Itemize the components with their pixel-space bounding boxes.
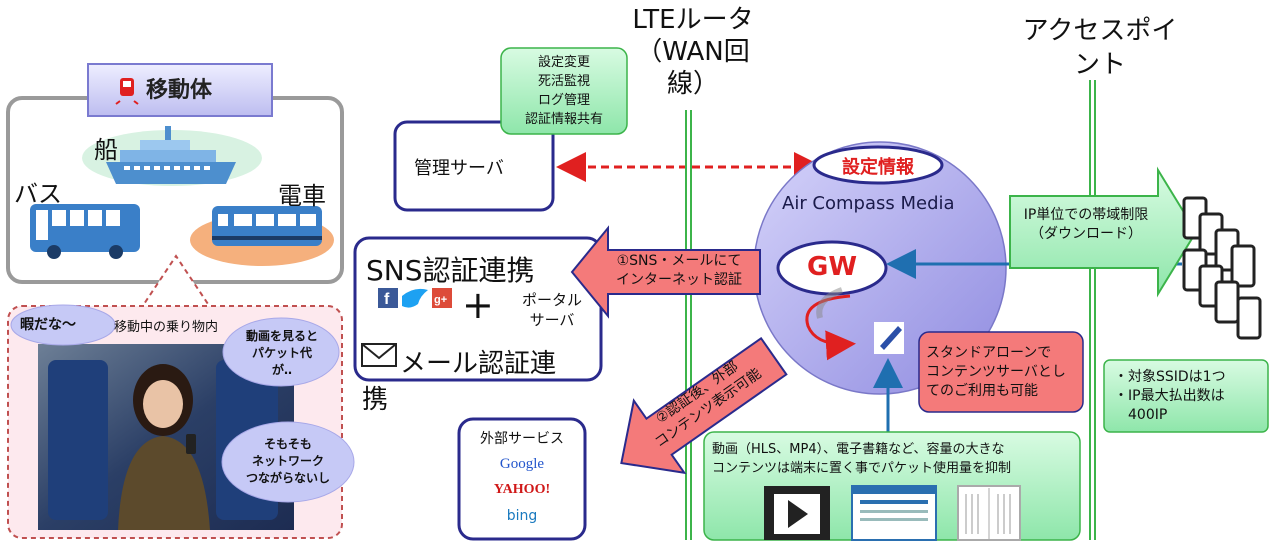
standalone-note-box xyxy=(918,331,1084,413)
train-icon xyxy=(212,206,322,246)
mgmt-server-label: 管理サーバ xyxy=(414,158,504,179)
bandwidth-arrow-shape xyxy=(1009,166,1198,298)
svg-text:f: f xyxy=(384,291,390,308)
sns-auth-arrow-label: ①SNS・メールにて インターネット認証 xyxy=(616,253,742,288)
content-note: 動画（HLS、MP4）、電子書籍など、容量の大きな コンテンツは端末に置く事でパ… xyxy=(712,442,1012,476)
external-title: 外部サービス xyxy=(480,431,564,447)
lte-line xyxy=(685,110,692,540)
vehicle-header-box xyxy=(87,63,273,117)
lte-label: LTEルータ （WAN回 線） xyxy=(632,5,754,99)
content-icon xyxy=(874,322,904,354)
webpage-icon xyxy=(851,485,937,541)
standalone-note: スタンドアローンで コンテンツサーバとし てのご利用も可能 xyxy=(926,345,1066,399)
mail-icon xyxy=(361,343,397,367)
bubble-bored: 暇だな～ xyxy=(20,317,76,333)
phones-icon xyxy=(1182,196,1262,340)
callout-pointer xyxy=(139,254,213,311)
ship-label: 船 xyxy=(94,136,118,164)
settings-label: 設定情報 xyxy=(842,157,914,178)
ap-line xyxy=(1089,80,1096,540)
sns-auth-arrow-shape xyxy=(570,225,761,319)
video-icon xyxy=(764,486,830,540)
bus-icon xyxy=(30,204,140,259)
portal-server-label: ポータル サーバ xyxy=(521,291,582,329)
bus-label: バス xyxy=(14,180,62,208)
bing-logo: bing xyxy=(506,508,538,524)
mail-auth-label: メール認証連 携 xyxy=(362,349,557,415)
ssid-note: ・対象SSIDは1つ ・IP最大払出数は 400IP xyxy=(1114,369,1226,423)
plus-sign: + xyxy=(462,283,494,327)
gw-label: GW xyxy=(806,252,858,282)
train-label: 電車 xyxy=(278,182,326,210)
passenger-caption: 移動中の乗り物内 xyxy=(114,320,219,335)
ssid-note-box xyxy=(1103,359,1269,433)
ap-label: アクセスポイ ント xyxy=(1022,16,1178,80)
ebook-icon xyxy=(957,485,1021,541)
yahoo-logo: YAHOO! xyxy=(493,482,551,497)
mgmt-note-box xyxy=(500,47,628,135)
settings-ellipse xyxy=(812,145,944,185)
sns-auth-label: SNS認証連携 xyxy=(366,254,535,287)
train-small-icon xyxy=(115,78,139,105)
acm-title: Air Compass Media xyxy=(782,193,955,214)
google-logo: Google xyxy=(499,456,545,472)
svg-text:g+: g+ xyxy=(434,294,447,306)
vehicle-header: 移動体 xyxy=(146,78,213,103)
mgmt-server-box xyxy=(393,120,555,212)
bubble-video: 動画を見ると パケット代 が‥ xyxy=(245,329,318,377)
mgmt-note: 設定変更 死活監視 ログ管理 認証情報共有 xyxy=(524,55,603,127)
external-box xyxy=(457,417,587,541)
bubble-network: そもそも ネットワーク つながらないし xyxy=(245,437,330,485)
after-auth-arrow-shape xyxy=(620,336,788,475)
ship-icon xyxy=(106,126,236,184)
bubble-shapes xyxy=(10,304,355,503)
bandwidth-label: IP単位での帯域制限 （ダウンロード） xyxy=(1023,207,1149,242)
social-icons: f g+ xyxy=(378,288,452,308)
